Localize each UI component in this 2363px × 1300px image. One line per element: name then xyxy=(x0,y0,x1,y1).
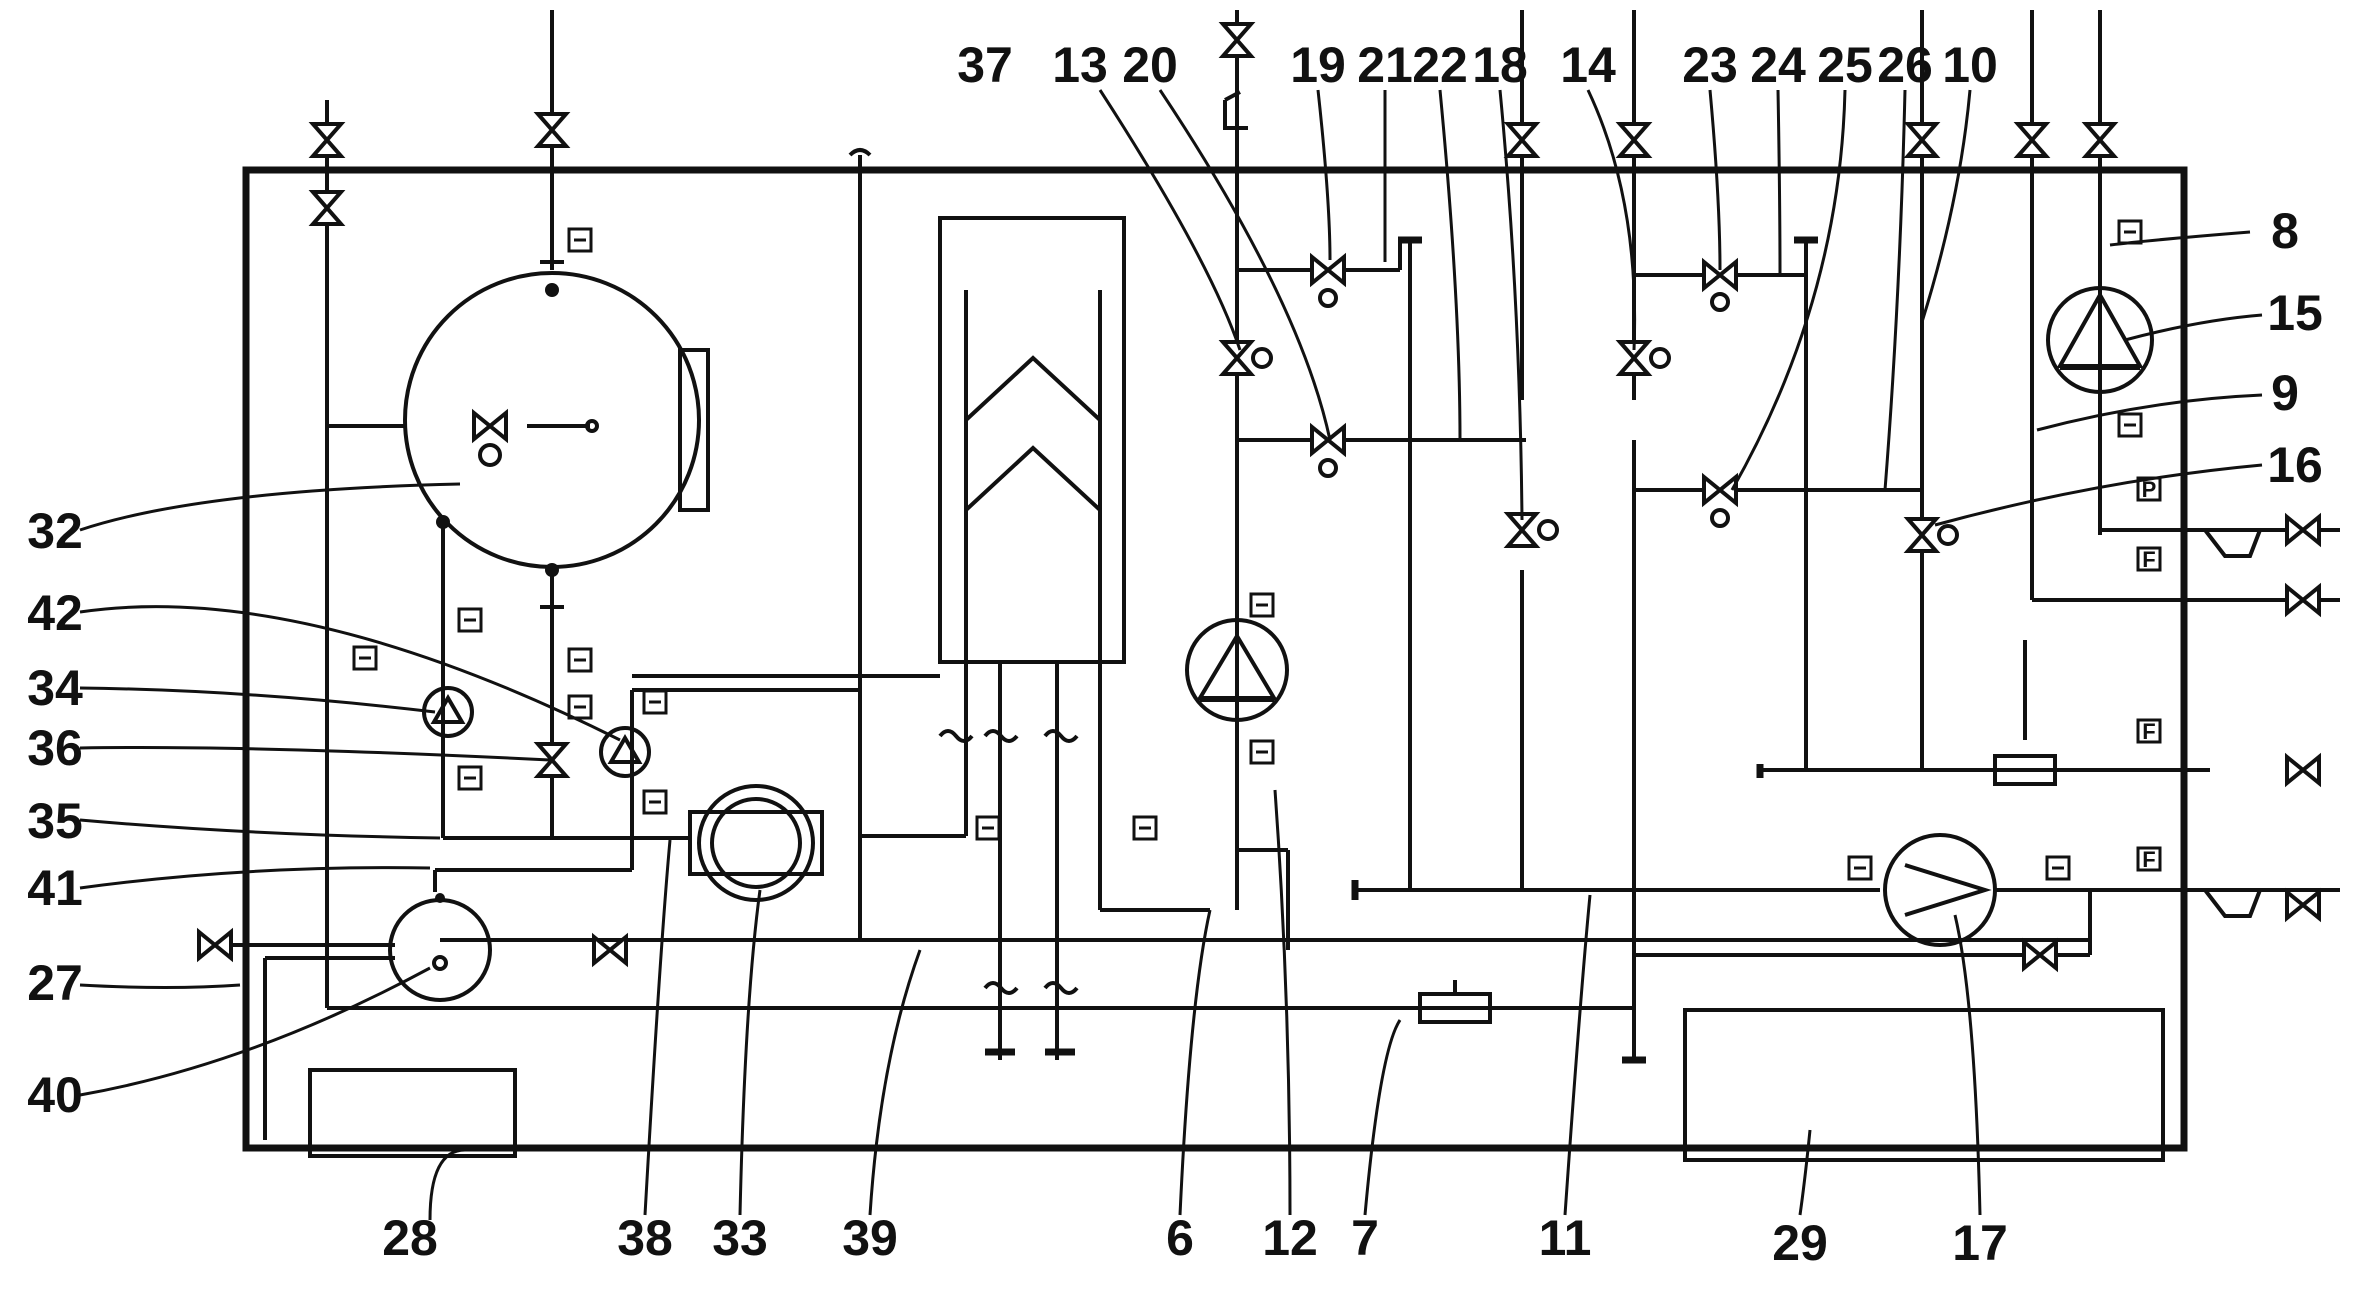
label-15: 15 xyxy=(2267,285,2323,341)
label-27: 27 xyxy=(27,955,83,1011)
label-12: 12 xyxy=(1262,1210,1318,1266)
label-29: 29 xyxy=(1772,1215,1828,1271)
label-10: 10 xyxy=(1942,37,1998,93)
label-38: 38 xyxy=(617,1210,673,1266)
instrument-tags: P F F F xyxy=(2142,477,2157,872)
drum-40 xyxy=(197,893,492,1140)
label-9: 9 xyxy=(2271,365,2299,421)
pump-15 xyxy=(2032,219,2340,744)
label-18: 18 xyxy=(1472,37,1528,93)
label-28: 28 xyxy=(382,1210,438,1266)
svg-text:F: F xyxy=(2142,719,2155,744)
skid-frame xyxy=(242,166,2188,1152)
label-24: 24 xyxy=(1750,37,1806,93)
label-37: 37 xyxy=(957,37,1013,93)
pump-12 xyxy=(1132,580,1290,950)
box-29 xyxy=(1683,1008,2165,1162)
pump-17 xyxy=(1351,570,2340,970)
tank-32 xyxy=(327,227,710,577)
label-6: 6 xyxy=(1166,1210,1194,1266)
label-19: 19 xyxy=(1290,37,1346,93)
heat-exchanger-37 xyxy=(938,216,1210,1060)
label-42: 42 xyxy=(27,585,83,641)
svg-text:P: P xyxy=(2142,477,2157,502)
component-labels: 32 42 34 36 35 41 27 40 28 38 33 39 6 12… xyxy=(27,37,2323,1271)
svg-text:F: F xyxy=(2142,547,2155,572)
lines-38-41 xyxy=(433,836,690,892)
label-8: 8 xyxy=(2271,203,2299,259)
leader-lines xyxy=(79,89,2263,1221)
label-14: 14 xyxy=(1560,37,1616,93)
label-13: 13 xyxy=(1052,37,1108,93)
vessel-33 xyxy=(688,784,824,902)
valve-network-right xyxy=(1506,236,2321,786)
label-26: 26 xyxy=(1877,37,1933,93)
label-22: 22 xyxy=(1412,37,1468,93)
label-35: 35 xyxy=(27,793,83,849)
label-25: 25 xyxy=(1817,37,1873,93)
label-16: 16 xyxy=(2267,437,2323,493)
label-21: 21 xyxy=(1357,37,1413,93)
label-36: 36 xyxy=(27,720,83,776)
label-40: 40 xyxy=(27,1067,83,1123)
label-41: 41 xyxy=(27,860,83,916)
label-7: 7 xyxy=(1351,1210,1379,1266)
valve-network-center xyxy=(1221,90,1526,890)
label-39: 39 xyxy=(842,1210,898,1266)
label-34: 34 xyxy=(27,660,83,716)
label-20: 20 xyxy=(1122,37,1178,93)
label-23: 23 xyxy=(1682,37,1738,93)
label-11: 11 xyxy=(1539,1210,1592,1266)
label-33: 33 xyxy=(712,1210,768,1266)
label-32: 32 xyxy=(27,503,83,559)
line-7 xyxy=(327,980,1646,1064)
svg-text:F: F xyxy=(2142,847,2155,872)
line-39 xyxy=(440,148,2090,965)
label-17: 17 xyxy=(1952,1215,2008,1271)
box-28 xyxy=(308,1068,517,1158)
